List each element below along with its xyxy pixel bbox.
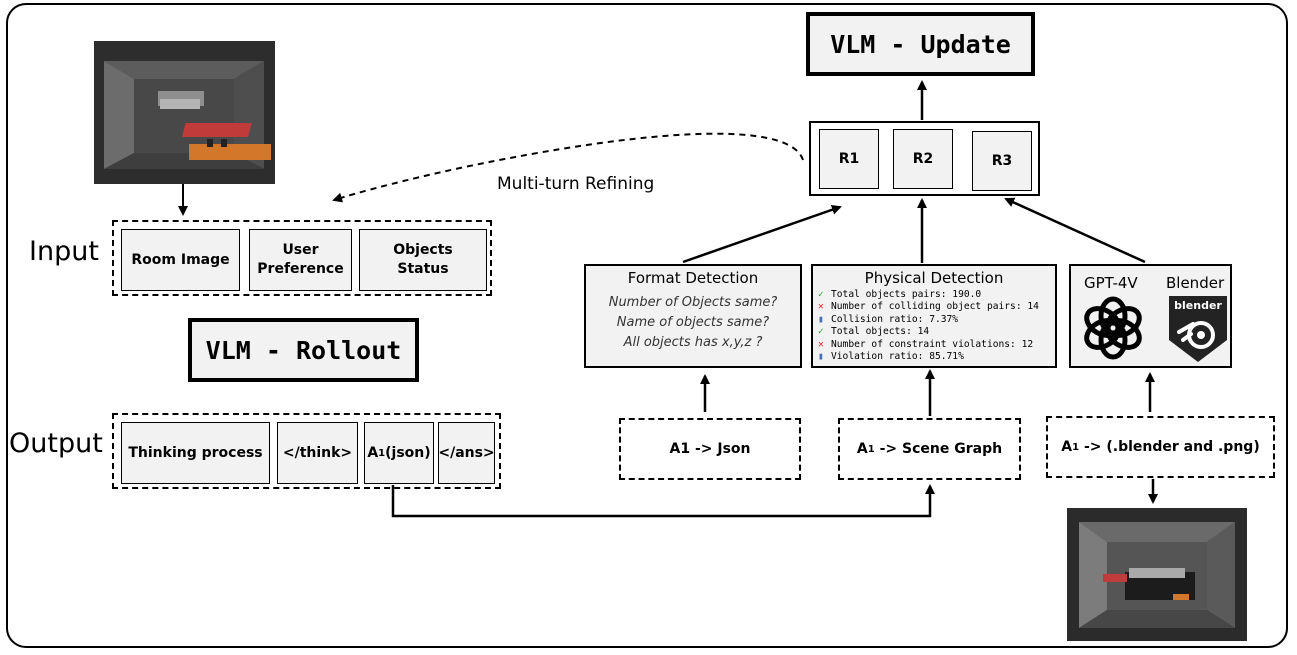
format-detection-box: Format Detection Number of Objects same?…: [584, 264, 802, 368]
arrow-a1-to-scenegraph: [391, 484, 935, 518]
physical-detection-checks: ✓ Total objects pairs: 190.0 ✕ Number of co…: [818, 289, 1055, 363]
multi-turn-refining-label: Multi-turn Refining: [497, 174, 655, 194]
convert-blender-sub: 1: [1072, 441, 1080, 453]
arrow-multi-turn-refining: [332, 132, 804, 203]
physical-check-row: ✕ Number of colliding object pairs: 14: [818, 301, 1055, 313]
diagram-frame: [6, 3, 1288, 648]
physical-check-text: Number of colliding object pairs: 14: [831, 301, 1039, 313]
reward-r3: R3: [972, 131, 1032, 191]
rewards-group: R1 R2 R3: [809, 121, 1040, 196]
output-a1-base: A: [367, 444, 379, 461]
input-room-image: Room Image: [121, 229, 240, 291]
cross-icon: ✕: [818, 301, 824, 313]
stats-icon: ▮: [818, 313, 824, 325]
physical-detection-box: Physical Detection ✓ Total objects pairs:…: [811, 264, 1057, 368]
room-render-image-icon: [94, 41, 275, 184]
physical-check-row: ▮ Collision ratio: 7.37%: [818, 314, 1055, 326]
blender-label: Blender: [1166, 274, 1225, 292]
physical-check-row: ✓ Total objects: 14: [818, 326, 1055, 338]
room-render-output: [1067, 508, 1247, 641]
physical-check-text: Total objects: 14: [831, 326, 930, 338]
format-detection-title: Format Detection: [627, 269, 759, 287]
vlm-rollout-title: VLM - Rollout: [188, 318, 419, 382]
format-detection-checks: Number of Objects same? Name of objects …: [586, 293, 800, 353]
tools-box: GPT-4V Blender blender: [1069, 264, 1232, 368]
blender-logo-icon: blender: [1167, 294, 1229, 364]
convert-scene-graph-sub: 1: [867, 443, 875, 455]
physical-detection-title: Physical Detection: [864, 269, 1004, 287]
reward-r1: R1: [819, 129, 879, 189]
reward-r2: R2: [893, 129, 953, 189]
room-render-input: [94, 41, 275, 184]
input-user-preference: User Preference: [249, 229, 352, 291]
physical-check-row: ▮ Violation ratio: 85.71%: [818, 351, 1055, 363]
stats-icon: ▮: [818, 351, 824, 363]
convert-blender-suffix: -> (.blender and .png): [1079, 439, 1260, 455]
output-think-tag: </think>: [277, 422, 358, 484]
physical-check-row: ✕ Number of constraint violations: 12: [818, 339, 1055, 351]
check-icon: ✓: [818, 289, 824, 300]
output-thinking-process: Thinking process: [121, 422, 270, 484]
physical-check-text: Collision ratio: 7.37%: [831, 313, 959, 325]
convert-scene-graph-base: A: [856, 441, 868, 457]
physical-check-text: Number of constraint violations: 12: [831, 338, 1034, 350]
physical-check-text: Violation ratio: 85.71%: [831, 351, 964, 363]
openai-logo-icon: [1081, 296, 1145, 360]
arrow-tools-to-rewards: [1004, 197, 1146, 264]
cross-icon: ✕: [818, 338, 824, 350]
output-a1-suffix: (json): [385, 444, 431, 461]
convert-scene-graph-suffix: -> Scene Graph: [874, 441, 1003, 457]
gpt4v-label: GPT-4V: [1084, 274, 1138, 292]
blender-logo-text: blender: [1174, 299, 1222, 312]
output-a1-sub: 1: [378, 447, 386, 459]
physical-check-row: ✓ Total objects pairs: 190.0: [818, 289, 1055, 301]
format-check-2: Name of objects same?: [616, 315, 770, 330]
format-check-3: All objects has x,y,z ?: [623, 335, 763, 350]
convert-json-label: A1 -> Json: [669, 441, 751, 457]
output-label: Output: [9, 428, 103, 459]
convert-blender-base: A: [1061, 439, 1073, 455]
format-check-1: Number of Objects same?: [608, 295, 778, 310]
output-ans-tag: </ans>: [438, 422, 495, 484]
input-group: Room Image User Preference Objects Statu…: [112, 220, 492, 296]
vlm-update-title: VLM - Update: [806, 12, 1035, 76]
room-render-image-icon: [1067, 508, 1247, 641]
input-objects-status: Objects Status: [359, 229, 487, 291]
check-icon: ✓: [818, 326, 824, 338]
physical-check-text: Total objects pairs: 190.0: [831, 289, 982, 300]
arrow-format-to-rewards: [682, 204, 842, 264]
convert-json-box: A1 -> Json: [619, 418, 801, 480]
input-label: Input: [29, 236, 99, 267]
